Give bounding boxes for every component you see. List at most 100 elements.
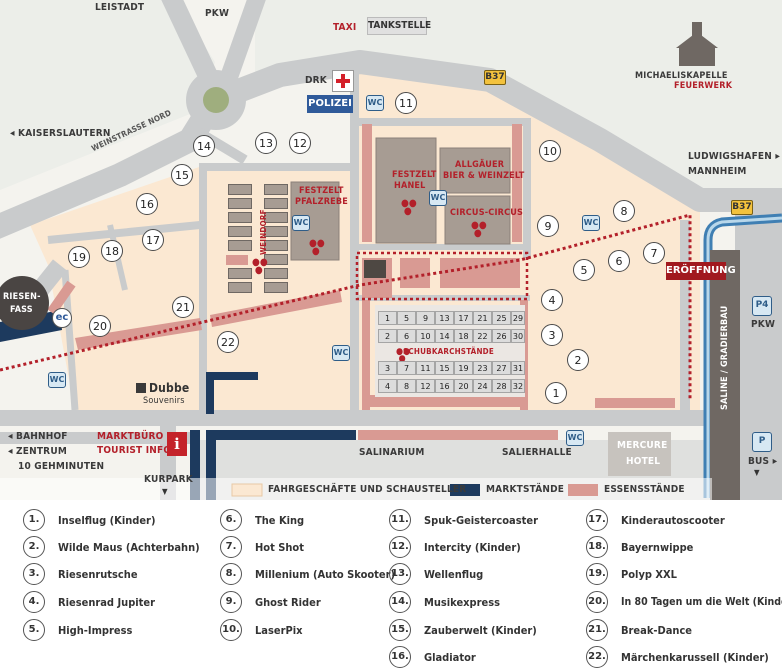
label-mercure-2: HOTEL — [626, 456, 661, 467]
legend-label: Wellenflug — [424, 567, 484, 581]
legend-number: 2. — [23, 536, 45, 558]
stall: 29 — [511, 311, 525, 325]
legend-label: Break-Dance — [621, 623, 693, 637]
wc-icon: WC — [366, 95, 384, 111]
stall: 17 — [454, 311, 473, 325]
legend-label: Riesenrad Jupiter — [58, 595, 155, 609]
legend-item: 3.Riesenrutsche — [23, 562, 138, 586]
ride-marker-13[interactable]: 13 — [255, 132, 277, 154]
stall: 8 — [397, 379, 416, 393]
legend-item: 14.Musikexpress — [389, 590, 500, 614]
stall: 2 — [378, 329, 397, 343]
grape-icon: ●● ● — [401, 198, 417, 217]
weindorf-stand — [264, 226, 288, 237]
ride-marker-17[interactable]: 17 — [142, 229, 164, 251]
ride-marker-20[interactable]: 20 — [89, 315, 111, 337]
legend-item: 8.Millenium (Auto Skooter) — [220, 562, 395, 586]
ride-marker-14[interactable]: 14 — [193, 135, 215, 157]
ride-marker-19[interactable]: 19 — [68, 246, 90, 268]
ride-marker-10[interactable]: 10 — [539, 140, 561, 162]
ride-marker-7[interactable]: 7 — [643, 242, 665, 264]
label-kaiserslautern: ◂ KAISERSLAUTERN — [10, 128, 111, 139]
legend-number: 7. — [220, 536, 242, 558]
ride-marker-9[interactable]: 9 — [537, 215, 559, 237]
legend-label: In 80 Tagen um die Welt (Kinder) — [621, 596, 782, 608]
legend-item: 10.LaserPix — [220, 618, 303, 642]
legend-number: 1. — [23, 509, 45, 531]
legend-label: Spuk-Geistercoaster — [424, 513, 538, 527]
key-market-label: MARKTSTÄNDE — [486, 484, 565, 495]
legend-item: 15. Zauberwelt (Kinder) — [389, 618, 537, 642]
legend-number: 10. — [220, 619, 242, 641]
ride-marker-5[interactable]: 5 — [573, 259, 595, 281]
bus-arrow-icon: ▼ — [754, 468, 760, 477]
ride-marker-21[interactable]: 21 — [172, 296, 194, 318]
legend-label: Musikexpress — [424, 595, 501, 609]
legend-number: 17. — [586, 509, 608, 531]
legend-label: Kinderautoscooter — [621, 513, 725, 527]
legend-number: 11. — [389, 509, 411, 531]
label-mannheim: MANNHEIM — [688, 166, 747, 177]
ride-marker-1[interactable]: 1 — [545, 382, 567, 404]
label-bahnhof: ◂ BAHNHOF — [8, 431, 68, 442]
wc-icon: WC — [566, 430, 584, 446]
stall: 30 — [511, 329, 525, 343]
legend-number: 21. — [586, 619, 608, 641]
ride-marker-15[interactable]: 15 — [171, 164, 193, 186]
stall: 23 — [473, 361, 492, 375]
stall: 27 — [492, 361, 511, 375]
bahnhof-text: BAHNHOF — [16, 431, 68, 442]
kurpark-arrow-icon: ▼ — [162, 487, 168, 496]
stall: 21 — [473, 311, 492, 325]
ride-marker-22[interactable]: 22 — [217, 331, 239, 353]
wc-icon: WC — [332, 345, 350, 361]
legend-number: 6. — [220, 509, 242, 531]
kaiserslautern-text: KAISERSLAUTERN — [18, 128, 111, 139]
label-salierhalle: SALIERHALLE — [502, 447, 572, 458]
label-taxi: TAXI — [333, 22, 357, 33]
legend-item: 9.Ghost Rider — [220, 590, 321, 614]
legend-label: Bayernwippe — [621, 540, 694, 554]
ride-marker-6[interactable]: 6 — [608, 250, 630, 272]
label-ludwigshafen: LUDWIGSHAFEN ▸ — [688, 151, 781, 162]
wc-icon: WC — [429, 190, 447, 206]
label-bus: BUS ▸ — [748, 456, 778, 467]
label-michaeliskapelle: MICHAELISKAPELLE — [635, 71, 728, 81]
stall: 15 — [435, 361, 454, 375]
legend-number: 15. — [389, 619, 411, 641]
ride-marker-8[interactable]: 8 — [613, 200, 635, 222]
legend-number: 19. — [586, 563, 608, 585]
legend-item: 4.Riesenrad Jupiter — [23, 590, 155, 614]
legend-number: 18. — [586, 536, 608, 558]
legend-label: Inselflug (Kinder) — [58, 513, 156, 527]
ride-marker-12[interactable]: 12 — [289, 132, 311, 154]
ride-marker-4[interactable]: 4 — [541, 289, 563, 311]
legend-label: Märchenkarussell (Kinder) — [621, 650, 769, 664]
legend-label: Zauberwelt (Kinder) — [424, 623, 537, 637]
stall: 16 — [435, 379, 454, 393]
weindorf-stand — [228, 282, 252, 293]
label-saline: SALINE / GRADIERBAU — [720, 305, 730, 410]
legend-item: 19.Polyp XXL — [586, 562, 677, 586]
legend-number: 16. — [389, 646, 411, 668]
ride-marker-11[interactable]: 11 — [395, 92, 417, 114]
ride-marker-2[interactable]: 2 — [567, 349, 589, 371]
stall: 3 — [378, 361, 397, 375]
atm-ec-icon: ec — [52, 308, 72, 328]
weindorf-stand — [264, 184, 288, 195]
red-cross-icon — [332, 70, 354, 92]
stall: 12 — [416, 379, 435, 393]
stall: 1 — [378, 311, 397, 325]
ride-marker-18[interactable]: 18 — [101, 240, 123, 262]
label-festzelt-hanel-1: FESTZELT — [392, 170, 437, 180]
legend-item: 6.The King — [220, 508, 304, 532]
ride-marker-3[interactable]: 3 — [541, 324, 563, 346]
ride-marker-16[interactable]: 16 — [136, 193, 158, 215]
stall: 31 — [511, 361, 525, 375]
zentrum-text: ZENTRUM — [16, 446, 67, 457]
label-salinarium: SALINARIUM — [359, 447, 425, 458]
legend-item: 20. In 80 Tagen um die Welt (Kinder) — [586, 590, 782, 614]
legend-number: 20. — [586, 591, 608, 613]
weindorf-stand — [228, 268, 252, 279]
legend-item: 11. Spuk-Geistercoaster — [389, 508, 538, 532]
